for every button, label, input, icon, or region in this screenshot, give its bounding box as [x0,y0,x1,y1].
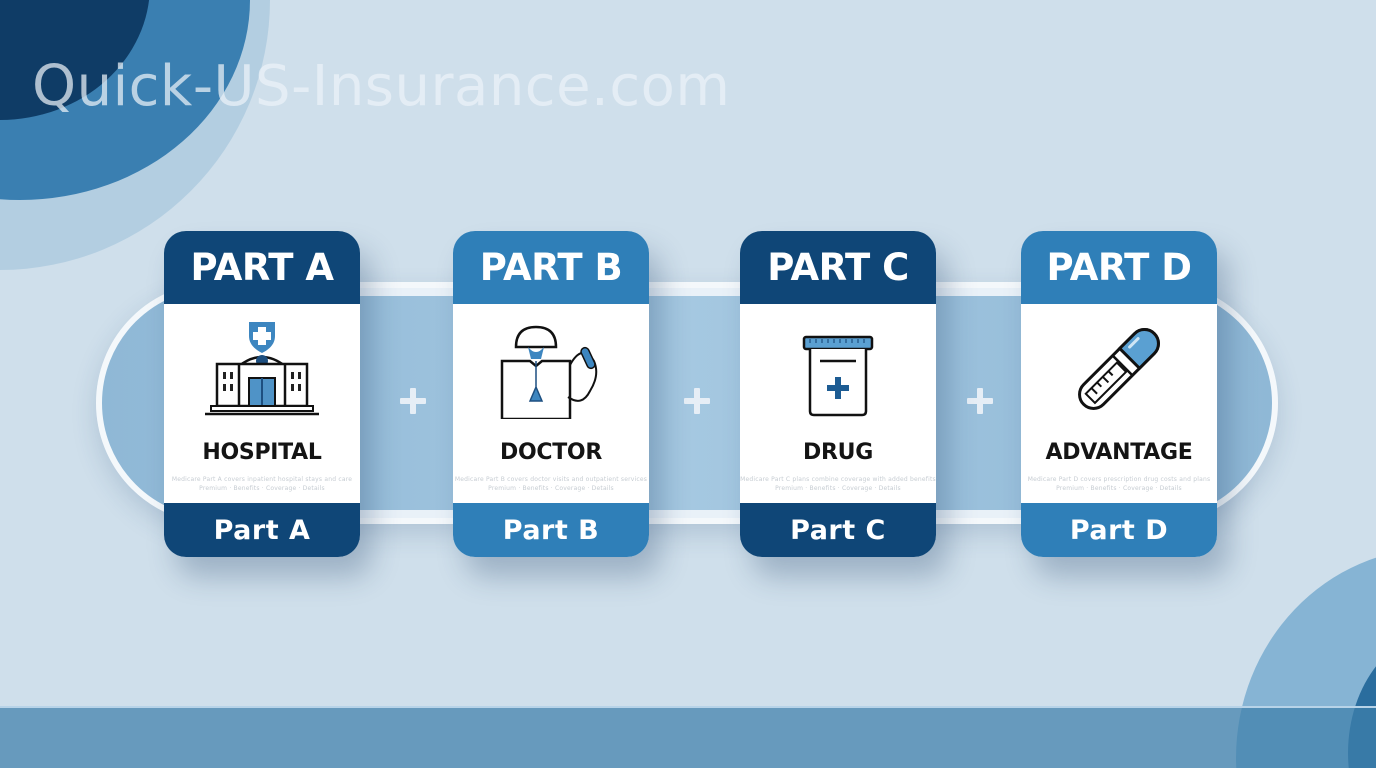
card-part-b[interactable]: PART B DOCTOR Medicare Part B covers doc… [453,231,649,557]
card-fine-print: Medicare Part A covers inpatient hospita… [172,475,352,493]
card-part-d[interactable]: PART D ADVANTAGE Medicare Part D cove [1021,231,1217,557]
card-fine-print: Medicare Part D covers prescription drug… [1028,475,1211,493]
card-title: HOSPITAL [202,440,322,465]
card-fine-print: Medicare Part C plans combine coverage w… [740,475,936,493]
doctor-icon [491,314,611,424]
fine-print-line: Premium · Benefits · Coverage · Details [775,485,901,492]
fine-print-line: Medicare Part C plans combine coverage w… [740,476,936,483]
card-header: PART C [740,231,936,304]
bottom-band [0,706,1376,768]
card-body: DOCTOR Medicare Part B covers doctor vis… [453,304,649,503]
card-header: PART B [453,231,649,304]
card-header: PART A [164,231,360,304]
plus-icon [684,388,710,414]
card-title: DRUG [803,440,873,465]
fine-print-line: Premium · Benefits · Coverage · Details [1056,485,1182,492]
fine-print-line: Medicare Part D covers prescription drug… [1027,476,1211,483]
card-body: ADVANTAGE Medicare Part D covers prescri… [1021,304,1217,503]
card-body: HOSPITAL Medicare Part A covers inpatien… [164,304,360,503]
track-highlight-bottom [202,510,1172,518]
fine-print-line: Premium · Benefits · Coverage · Details [199,485,325,492]
track-highlight-top [202,288,1172,296]
card-title: DOCTOR [500,440,602,465]
plus-icon [967,388,993,414]
fine-print-line: Medicare Part B covers doctor visits and… [454,476,648,483]
card-fine-print: Medicare Part B covers doctor visits and… [455,475,647,493]
hospital-icon [202,314,322,424]
card-footer: Part B [453,503,649,557]
card-title: ADVANTAGE [1045,440,1193,465]
card-footer: Part D [1021,503,1217,557]
pill-capsule-icon [1059,314,1179,424]
card-footer: Part C [740,503,936,557]
plus-icon [400,388,426,414]
card-part-c[interactable]: PART C DRUG Medicare Part C plans combin… [740,231,936,557]
card-header: PART D [1021,231,1217,304]
card-body: DRUG Medicare Part C plans combine cover… [740,304,936,503]
card-part-a[interactable]: PART A HOSPITAL Medicar [164,231,360,557]
fine-print-line: Medicare Part A covers inpatient hospita… [171,476,353,483]
fine-print-line: Premium · Benefits · Coverage · Details [488,485,614,492]
card-footer: Part A [164,503,360,557]
drug-jar-icon [778,314,898,424]
brand-watermark: Quick-US-Insurance.com [32,54,731,119]
